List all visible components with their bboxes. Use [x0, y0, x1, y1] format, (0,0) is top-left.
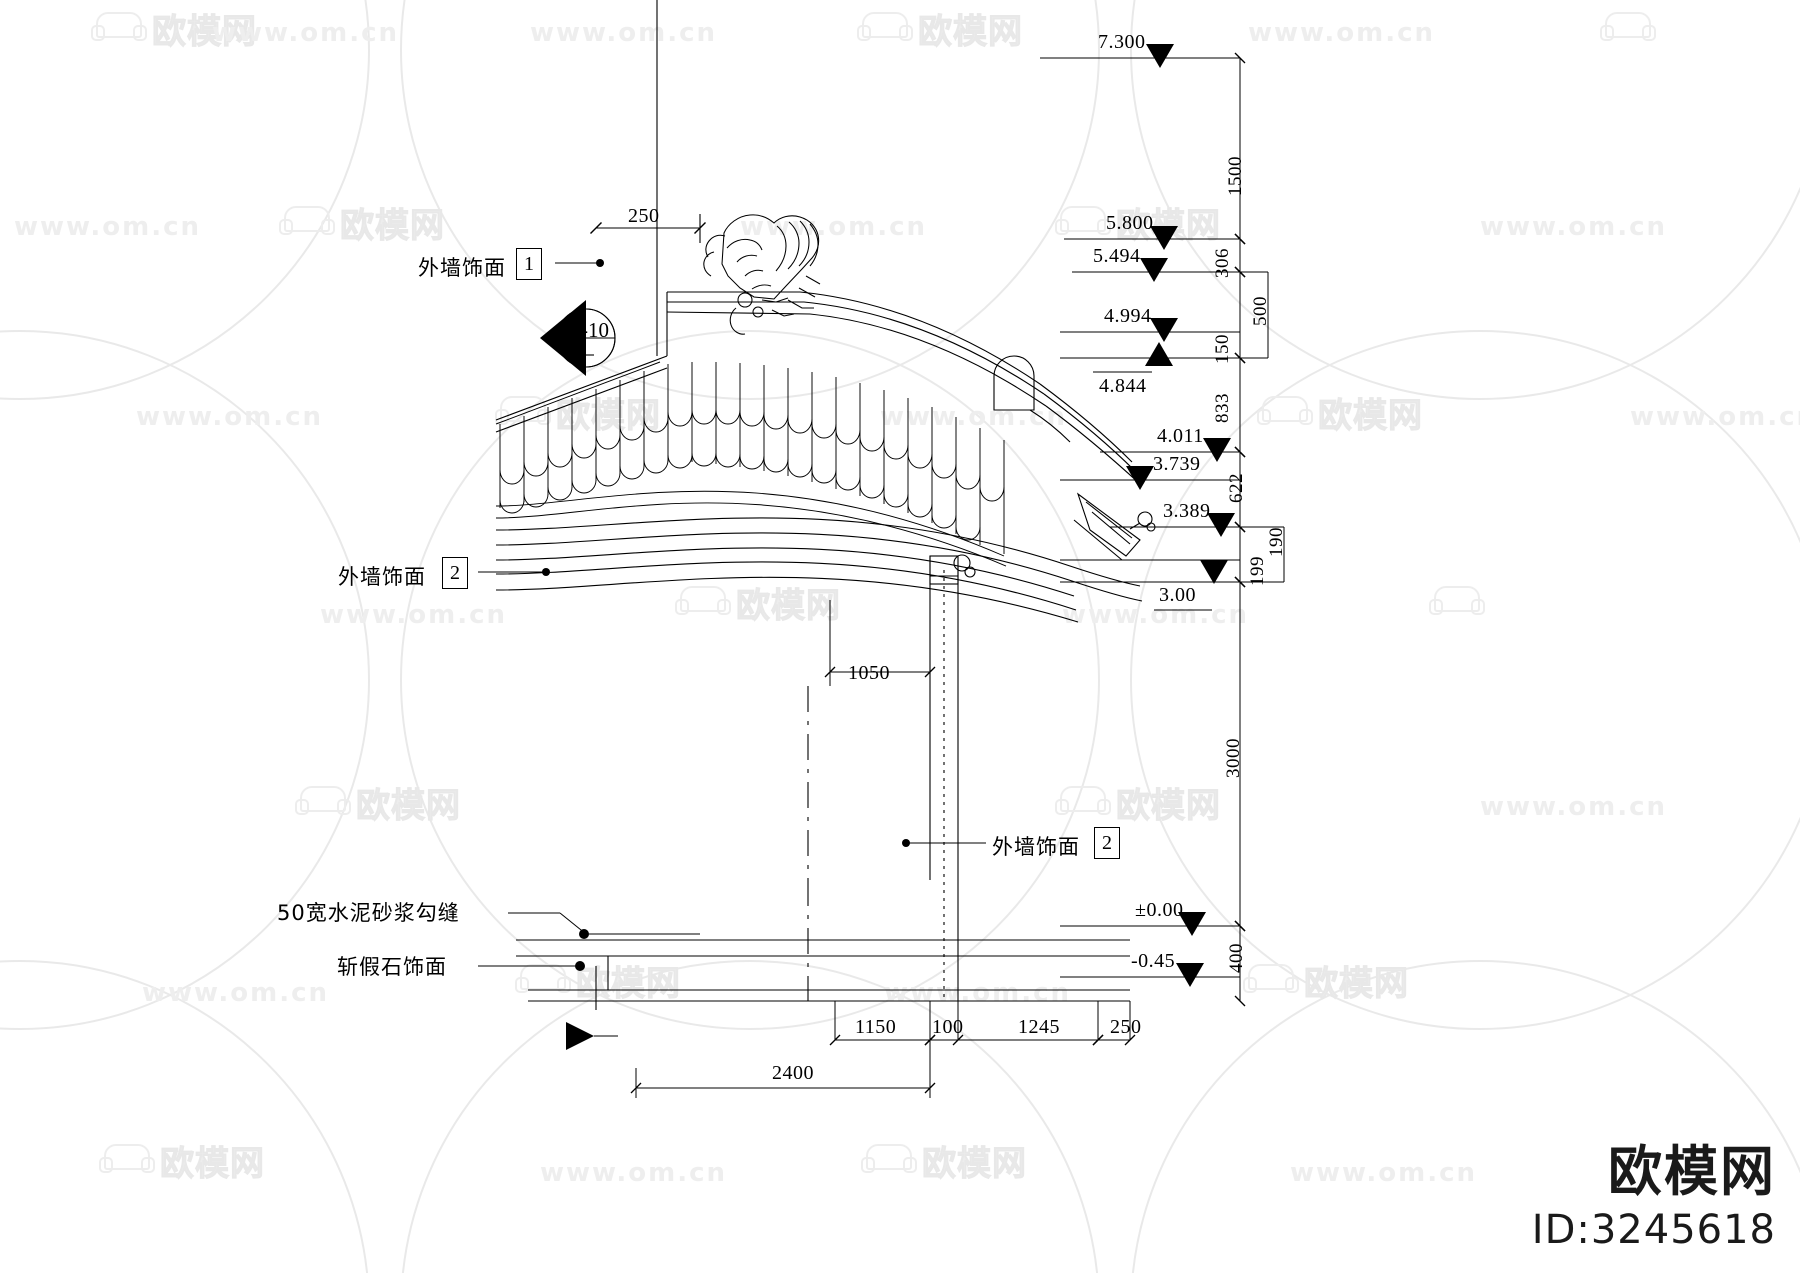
brand-id: ID:3245618 [1531, 1207, 1776, 1253]
elevation-value: ±0.00 [1135, 899, 1184, 921]
vertical-dimension-value: 622 [1226, 473, 1247, 503]
plinth-base [516, 939, 1130, 1010]
annotation-cement-mortar-pointing: 50宽水泥砂浆勾缝 [277, 901, 460, 925]
elevation-triangles [1126, 44, 1235, 987]
elevation-value: 4.844 [1099, 375, 1147, 397]
elevation-value: 5.494 [1093, 245, 1141, 267]
elevation-value: 3.739 [1153, 453, 1201, 475]
roof-ridge-bar [666, 291, 1141, 485]
horizontal-dimension-value: 1150 [855, 1016, 897, 1038]
horizontal-dimension-value: 2400 [772, 1062, 814, 1084]
annotation-box-number-2-right: 2 [1094, 827, 1120, 859]
vertical-dimension-value: 199 [1247, 556, 1268, 586]
elevation-value: -0.45 [1131, 950, 1176, 972]
roof-tile-field [495, 361, 1007, 567]
eave-end-bracket [953, 492, 1156, 578]
annotation-box-number-2-left: 2 [442, 557, 468, 589]
roof-finial-ornament [703, 214, 821, 335]
section-marker-label: 10-10 [560, 318, 609, 342]
horizontal-dimension-value: 250 [1110, 1016, 1142, 1038]
elevation-value: 7.300 [1098, 31, 1146, 53]
elevation-value: 3.389 [1163, 500, 1211, 522]
eave-cornice [495, 517, 1143, 623]
vertical-dimension-value: 833 [1212, 393, 1233, 423]
vertical-dimension-value: 3000 [1223, 738, 1244, 778]
leader-lines [478, 259, 986, 1050]
annotation-chiseled-artificial-stone-finish: 斩假石饰面 [337, 955, 447, 979]
dim-1050 [824, 600, 936, 686]
vertical-dimension-value: 150 [1212, 334, 1233, 364]
annotation-exterior-wall-finish-2-left: 外墙饰面 [338, 565, 426, 589]
vertical-dimension-value: 400 [1226, 943, 1247, 973]
elevation-value: 5.800 [1106, 212, 1154, 234]
horizontal-dimension-value: 1245 [1018, 1016, 1060, 1038]
annotation-exterior-wall-finish-2-right: 外墙饰面 [992, 835, 1080, 859]
elevation-value: 3.00 [1159, 584, 1196, 606]
annotation-box-number-1: 1 [516, 248, 542, 280]
horizontal-dimension-value: 100 [932, 1016, 964, 1038]
brand-name: 欧模网 [1608, 1140, 1776, 1204]
vertical-dimension-value: 190 [1266, 527, 1287, 557]
section-marker-graphic [540, 300, 616, 376]
annotation-exterior-wall-finish-1: 外墙饰面 [418, 256, 506, 280]
horizontal-dimension-value: 1050 [848, 662, 890, 684]
elevation-value: 4.011 [1157, 425, 1204, 447]
vertical-dimension-value: 1500 [1225, 156, 1246, 196]
roof-upper-edge [495, 355, 668, 421]
vertical-dimension-value: 500 [1250, 296, 1271, 326]
right-dimension-chain [1234, 52, 1285, 1007]
elevation-extension-lines [1040, 57, 1240, 978]
brand-block: 欧模网 ID:3245618 [1532, 1144, 1776, 1253]
horizontal-dimension-value: 250 [628, 205, 660, 227]
elevation-value: 4.994 [1104, 305, 1152, 327]
vertical-dimension-value: 306 [1212, 248, 1233, 278]
